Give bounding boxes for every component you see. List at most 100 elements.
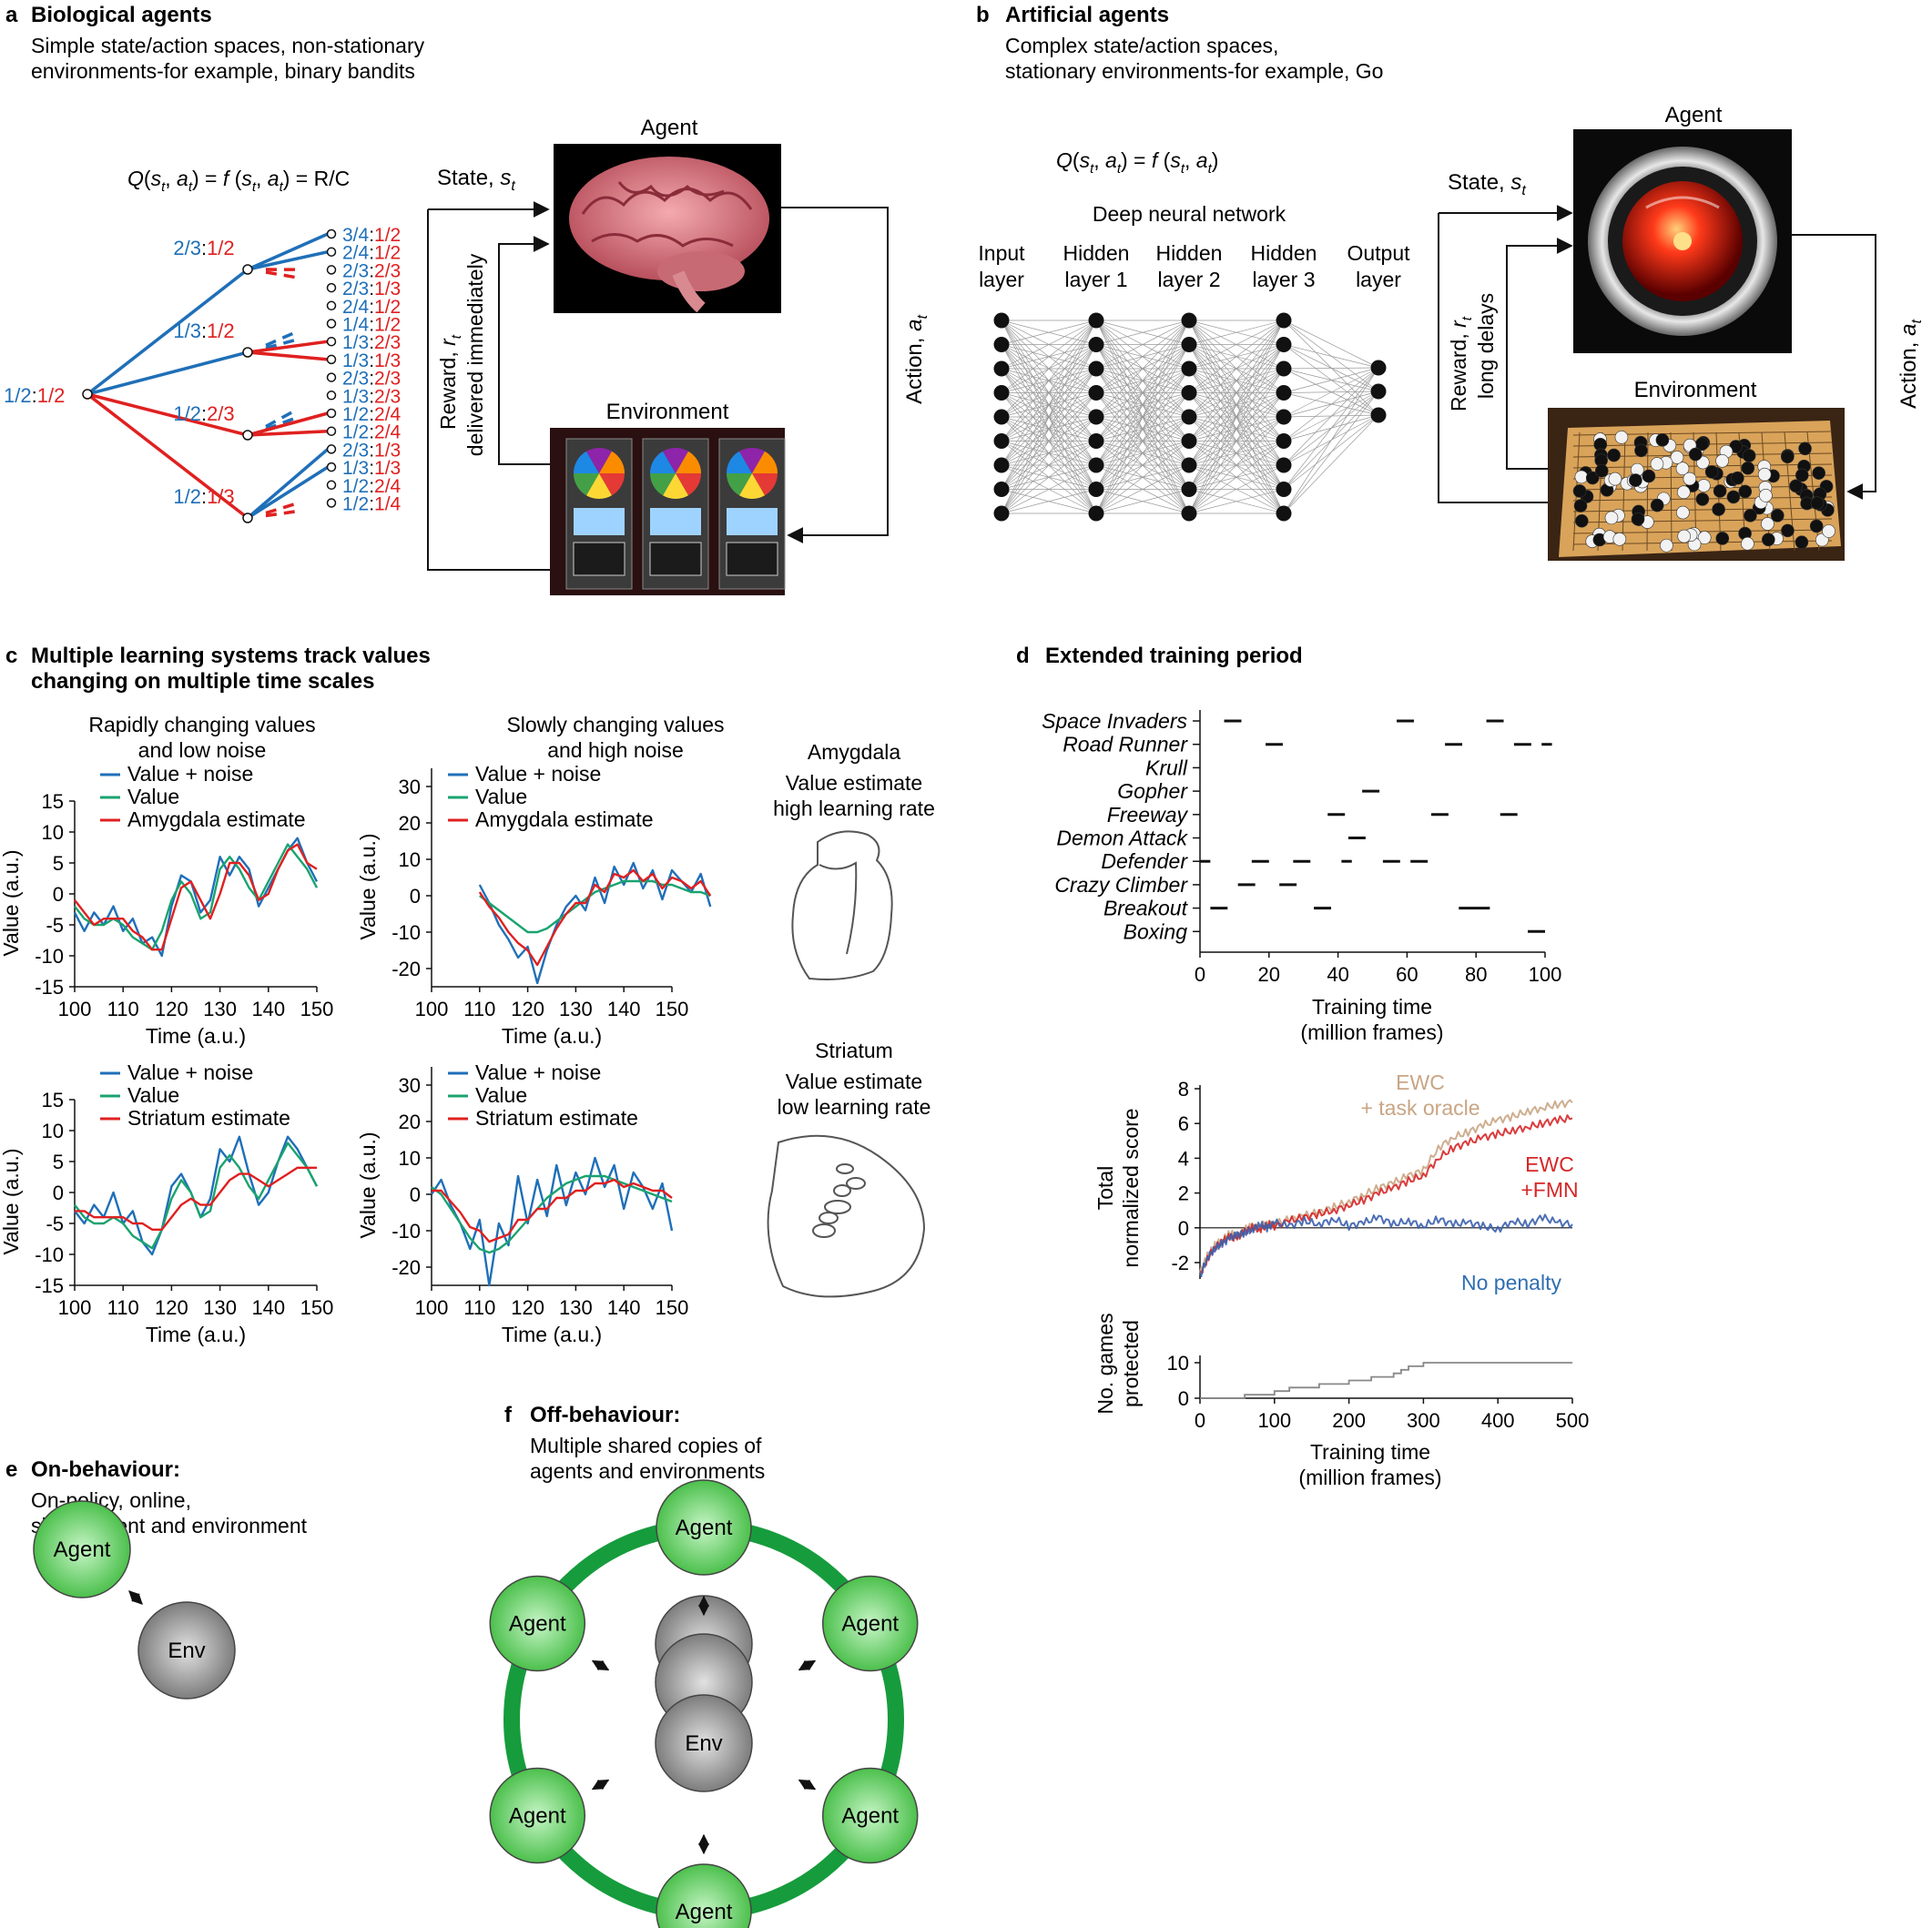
agent-env-arrow-f: [798, 1779, 817, 1791]
nn-neuron: [993, 312, 1010, 329]
go-stone: [1575, 513, 1589, 528]
tree-leaf-label: 1/2:2/4: [342, 404, 402, 425]
nn-connection: [1001, 320, 1097, 418]
reward-label-b: Reward, rt: [1447, 316, 1475, 411]
tree-leaf-label: 1/2:2/4: [342, 476, 402, 497]
score-series: [1199, 1213, 1573, 1278]
go-stone: [1781, 450, 1795, 464]
bottom-xlabel-2: (million frames): [1298, 1466, 1441, 1489]
series-line: [74, 1135, 319, 1256]
env-node-e: [137, 1601, 236, 1700]
tree-branch: [247, 429, 329, 437]
nn-connection: [1188, 441, 1285, 514]
state-loop-line-b: [1438, 213, 1548, 503]
game-label: Crazy Climber: [1054, 873, 1188, 897]
go-stone: [1741, 536, 1754, 551]
nn-neuron: [1276, 457, 1292, 473]
slot-wheel-segment: [663, 448, 688, 473]
x-tick-label: 140: [607, 998, 641, 1020]
go-stone: [1594, 463, 1609, 478]
go-stone: [1712, 502, 1725, 516]
nn-neuron: [993, 360, 1010, 377]
nn-connection: [1283, 391, 1379, 514]
nn-connection: [1095, 320, 1190, 370]
nn-connection: [1283, 320, 1379, 369]
agent-node-f: [656, 1479, 752, 1576]
x-tick-label: 0: [1195, 963, 1205, 986]
protected-ylabel-1: No. games: [1093, 1313, 1117, 1414]
layer-label: layer 3: [1252, 268, 1315, 291]
nn-neuron: [993, 385, 1010, 401]
tree-leaf-label: 1/3:2/3: [342, 386, 401, 407]
go-stone: [1738, 484, 1753, 499]
nn-connection: [1188, 392, 1285, 514]
x-tick-label: 100: [1257, 1409, 1291, 1432]
y-tick-label: 0: [410, 1183, 421, 1206]
nn-connection: [1188, 320, 1285, 370]
nn-connection: [1188, 320, 1285, 490]
label-no-penalty: No penalty: [1461, 1271, 1561, 1294]
tree-node: [242, 512, 253, 523]
tree-branch-dashed: [265, 270, 299, 279]
x-tick-label: 120: [155, 998, 188, 1020]
action-label-b: Action, at: [1896, 320, 1925, 409]
slot-panel: [649, 542, 702, 576]
env-node-e-label: Env: [168, 1639, 205, 1663]
layer-label: layer 2: [1157, 268, 1220, 291]
legend-label: Value + noise: [475, 1060, 601, 1084]
panel-e-letter: e: [5, 1457, 17, 1482]
nn-neuron: [993, 457, 1010, 473]
panel-e-subtitle-1: On-policy, online,: [31, 1488, 191, 1512]
neural-network: [993, 312, 1387, 522]
agent-node-e: [33, 1500, 131, 1598]
y-tick-label: -15: [35, 1274, 64, 1297]
state-label-a: State, st: [437, 166, 515, 194]
x-axis-label: Time (a.u.): [146, 1323, 246, 1346]
nn-connection: [1188, 416, 1285, 514]
tree-leaf-label: 1/3:2/3: [342, 332, 401, 353]
x-axis-label: Time (a.u.): [146, 1024, 246, 1048]
nn-connection: [1001, 416, 1097, 514]
go-stone: [1634, 443, 1648, 458]
env-node-f: [655, 1694, 753, 1792]
panel-f-subtitle-2: agents and environments: [530, 1459, 765, 1483]
y-tick-label: 15: [42, 790, 64, 813]
slot-wheel-segment: [586, 448, 612, 473]
agent-env-arrow-e: [128, 1590, 143, 1605]
x-tick-label: 100: [415, 998, 449, 1020]
go-stone: [1677, 529, 1692, 543]
slot-wheel-segment: [676, 451, 701, 473]
go-stone: [1604, 511, 1619, 525]
legend-label: Value: [475, 1083, 527, 1107]
go-stone: [1655, 433, 1670, 447]
nn-neuron: [1276, 505, 1292, 522]
game-label: Boxing: [1124, 919, 1188, 943]
nn-neuron: [1181, 385, 1197, 401]
slot-wheel-segment: [752, 473, 778, 496]
nn-neuron: [1181, 457, 1197, 473]
series-line: [478, 861, 712, 985]
state-loop-line-a: [427, 209, 550, 571]
tree-branch: [247, 232, 329, 271]
tree-branch: [247, 350, 329, 361]
col1-title-1: Rapidly changing values: [88, 713, 315, 736]
slot-wheel-segment: [663, 473, 688, 499]
layer-label: Hidden: [1251, 241, 1317, 265]
y-tick-label: 0: [1178, 1217, 1189, 1240]
go-stone: [1761, 517, 1774, 531]
layer-label: layer: [1356, 268, 1401, 291]
nn-connection: [1283, 367, 1379, 466]
agent-label-a: Agent: [641, 116, 698, 140]
tree-branch-dashed: [265, 509, 299, 518]
y-tick-label: 10: [399, 848, 421, 871]
nn-connection: [1283, 367, 1379, 514]
x-tick-label: 400: [1481, 1409, 1515, 1432]
action-label-a: Action, at: [902, 315, 930, 404]
y-tick-label: 6: [1178, 1112, 1189, 1135]
agent-node-f: [489, 1575, 586, 1672]
slot-wheel-segment: [574, 473, 599, 496]
